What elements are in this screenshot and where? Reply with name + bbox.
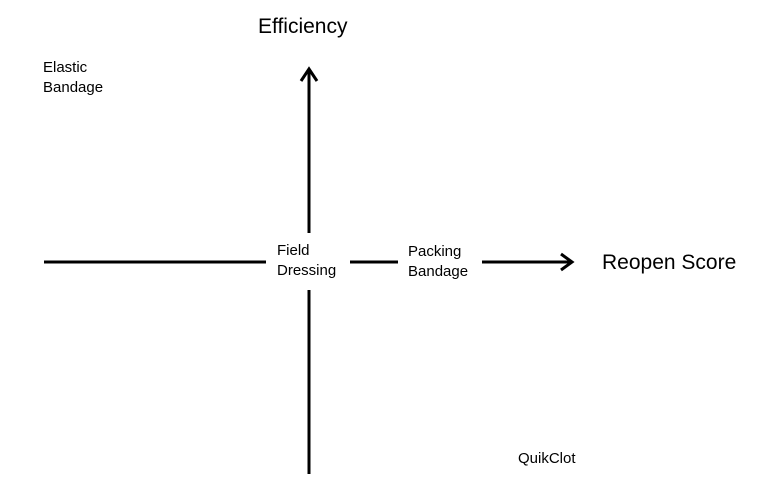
item-label-line: Elastic	[43, 59, 88, 76]
vertical-axis-arrowhead	[299, 66, 319, 82]
vertical-axis-title: Efficiency	[258, 15, 348, 38]
item-label-line: Bandage	[408, 263, 469, 280]
item-label-line: Packing	[408, 243, 462, 260]
item-label-quikclot: QuikClot	[518, 449, 576, 469]
item-label-packing-bandage: Packing Bandage	[408, 242, 468, 282]
item-label-elastic-bandage: Elastic Bandage	[43, 58, 103, 98]
item-label-line: Field	[277, 242, 310, 259]
item-label-line: Dressing	[277, 262, 337, 279]
horizontal-axis-title: Reopen Score	[602, 251, 737, 274]
item-label-field-dressing: Field Dressing	[277, 241, 336, 281]
horizontal-axis-arrowhead	[560, 252, 575, 272]
item-label-line: Bandage	[43, 79, 104, 96]
item-label-line: QuikClot	[518, 450, 576, 467]
